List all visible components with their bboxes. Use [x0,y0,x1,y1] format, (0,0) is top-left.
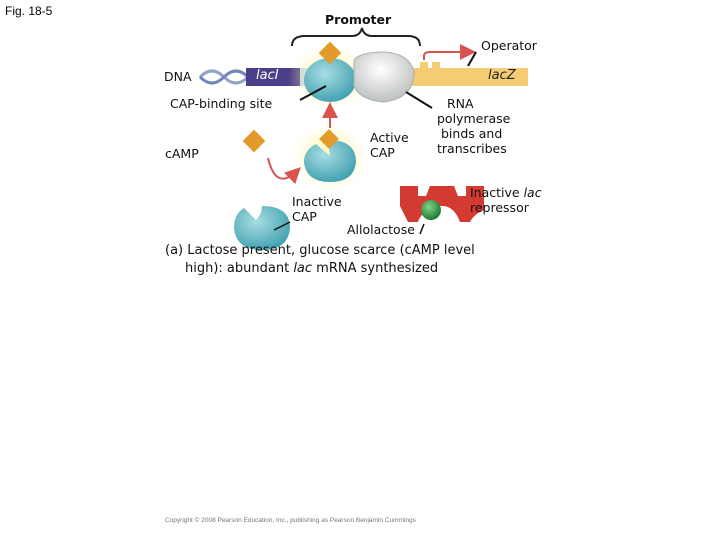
active-cap-protein [304,140,356,182]
lacz-gene-segment [448,68,528,86]
figure-caption: (a) Lactose present, glucose scarce (cAM… [165,243,475,276]
transcription-arrow [423,44,476,60]
active-cap-camp [319,129,339,149]
inactive-lac-repressor [400,186,484,222]
allolactose-pointer [419,223,425,235]
operator-dna-segment [412,62,448,86]
inactive-cap-label: Inactive CAP [292,194,342,224]
operator-label: Operator [481,38,537,53]
copyright-notice: Copyright © 2008 Pearson Education, Inc.… [165,517,416,524]
figure-label: Fig. 18-5 [5,4,53,18]
cap-binding-site-pointer [299,85,327,101]
dna-label: DNA [164,69,192,84]
rna-polymerase [353,51,415,103]
promoter-label: Promoter [325,12,392,27]
inactive-lac-repressor-label: Inactive lac repressor [470,185,542,215]
camp-label: cAMP [165,146,199,161]
active-cap-label: Active CAP [370,130,409,160]
promoter-brace [291,27,421,47]
lacz-gene-label: lacZ [488,68,516,83]
allolactose-label: Allolactose [347,222,415,237]
inactive-cap-pointer [273,221,291,231]
operator-pointer [467,51,477,67]
cap-binding-site-label: CAP-binding site [170,96,273,111]
free-camp-molecule [242,129,266,153]
bound-cap-protein [304,58,356,102]
rna-polymerase-label: RNA polymerase binds and transcribes [437,96,511,156]
inactive-cap-protein [234,206,290,250]
rna-polymerase-pointer [405,91,433,109]
laci-gene-label: lacI [256,68,279,83]
dna-helix [198,69,250,85]
allolactose-molecule [421,200,441,220]
camp-binding-arrow [267,157,301,185]
